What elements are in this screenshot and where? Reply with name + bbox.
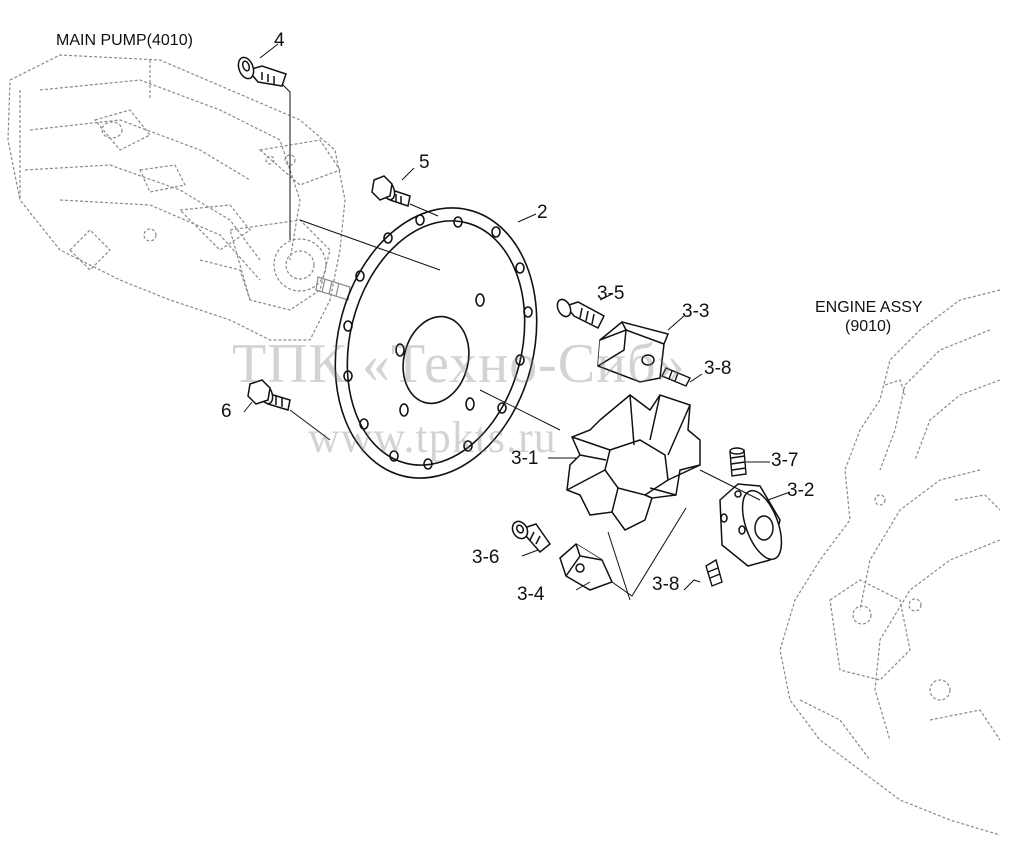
engine-assy-code: (9010) [845,318,892,335]
callout-6: 6 [221,401,232,422]
set-screw-3-7 [729,447,747,477]
pin-3-8-lower [705,558,723,587]
coupling-element-3-1 [566,394,701,531]
pin-3-8-upper [661,367,691,387]
block-3-4 [559,543,614,591]
watermark-url: www.tpkts.ru [308,413,557,462]
bracket-3-3 [597,321,670,383]
callout-4: 4 [274,30,285,51]
callout-3-2: 3-2 [787,480,815,501]
flange-plate [334,207,538,479]
callout-3-1: 3-1 [511,448,539,469]
callout-2: 2 [537,202,548,223]
main-pump-outline [7,54,346,341]
callout-3-7: 3-7 [771,450,799,471]
callout-5: 5 [419,152,430,173]
main-pump-title: MAIN PUMP(4010) [56,32,193,49]
callout-3-4: 3-4 [517,584,545,605]
bolt-6 [247,379,291,411]
hub-3-2 [719,483,783,567]
bolt-3-6 [511,520,552,554]
callout-3-3: 3-3 [682,301,710,322]
pump-shaft [315,276,351,301]
watermark-company: ТПК «Техно-Сиб» [232,333,686,395]
callout-3-8-lower: 3-8 [652,574,680,595]
bolt-3-5 [556,298,605,330]
callout-3-8-upper: 3-8 [704,358,732,379]
leader-lines [243,43,791,601]
bolt-4 [237,56,287,87]
engine-assy-outline [779,289,1001,836]
engine-assy-title: ENGINE ASSY [815,299,923,316]
bolt-5 [371,175,411,207]
callout-3-6: 3-6 [472,547,500,568]
callout-3-5: 3-5 [597,283,625,304]
